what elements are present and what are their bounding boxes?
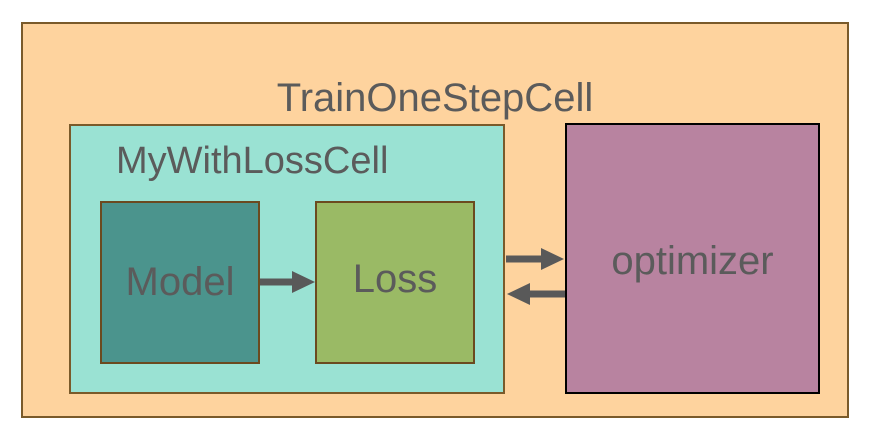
loss-label: Loss bbox=[352, 257, 438, 301]
optimizer-box: optimizer bbox=[565, 123, 820, 394]
train-one-step-cell-title: TrainOneStepCell bbox=[276, 76, 594, 120]
my-with-loss-cell-title: MyWithLossCell bbox=[116, 140, 389, 182]
loss-box: Loss bbox=[315, 201, 475, 364]
optimizer-label: optimizer bbox=[611, 239, 774, 283]
model-label: Model bbox=[125, 260, 235, 304]
model-box: Model bbox=[100, 201, 260, 364]
